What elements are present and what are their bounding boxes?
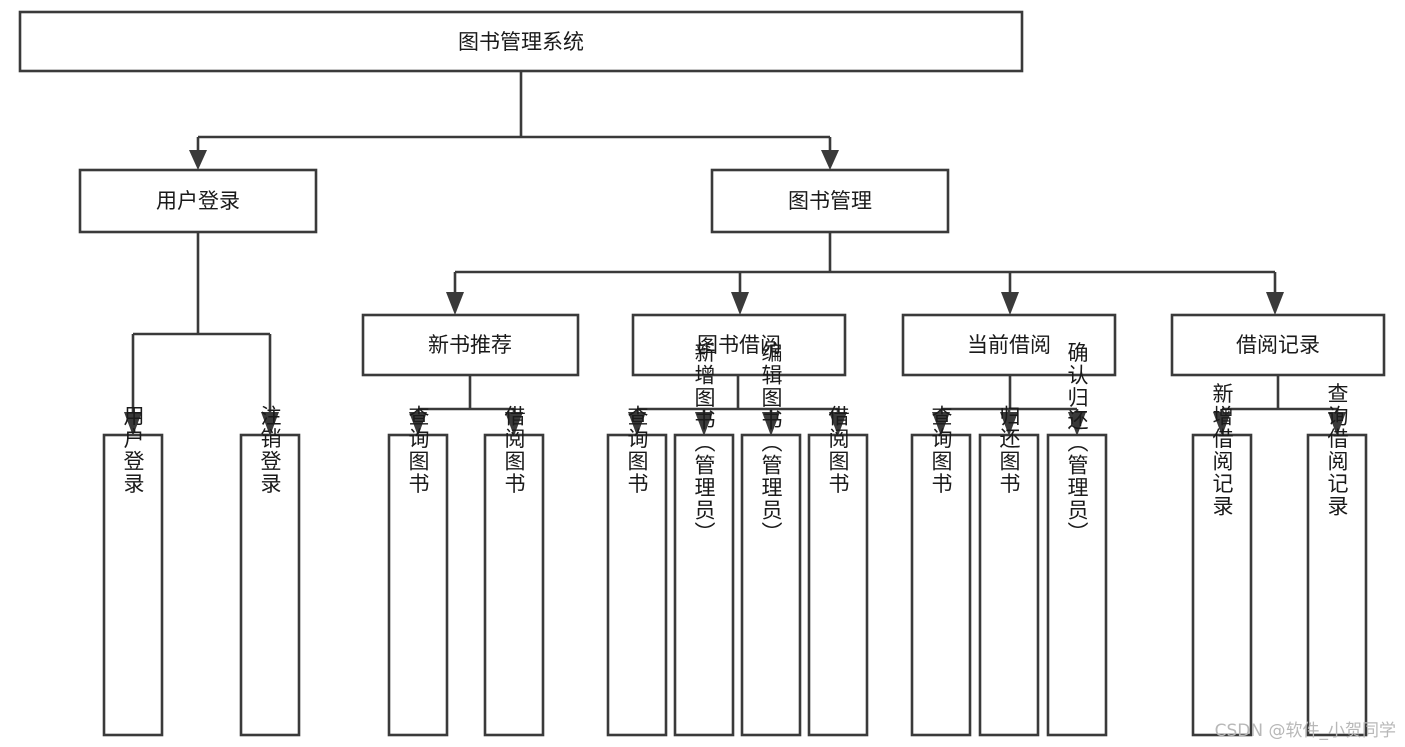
- node-user-login-label: 用户登录: [156, 189, 240, 213]
- leaf-label: 新增借阅记录: [1210, 383, 1234, 518]
- arrow-to-book-borrow: [731, 292, 749, 315]
- node-root-book-management-system[interactable]: 图书管理系统: [18, 10, 1024, 73]
- leaf-box[interactable]: [1306, 433, 1368, 737]
- connector-group-borrow-record: [1213, 375, 1346, 436]
- leaf-borrow-record-query-record[interactable]: 查询借阅记录: [1306, 383, 1368, 737]
- leaf-box[interactable]: [239, 433, 301, 737]
- leaf-box[interactable]: [1191, 433, 1253, 737]
- arrow-leaf-borrow-record-2: [1328, 412, 1346, 436]
- node-new-book-recommend[interactable]: 新书推荐: [361, 313, 580, 377]
- leaf-label: 用户登录: [121, 405, 145, 495]
- node-book-borrow-label: 图书借阅: [697, 333, 781, 357]
- node-borrow-record[interactable]: 借阅记录: [1170, 313, 1386, 377]
- node-current-borrow-label: 当前借阅: [967, 333, 1051, 357]
- leaf-box[interactable]: [673, 433, 735, 737]
- arrow-leaf-book-borrow-3: [762, 412, 780, 436]
- node-new-book-recommend-box[interactable]: [361, 313, 580, 377]
- node-new-book-recommend-label: 新书推荐: [428, 333, 512, 357]
- arrow-leaf-borrow-record-1: [1213, 412, 1231, 436]
- node-book-management-label: 图书管理: [788, 189, 872, 213]
- leaf-user-login-logout[interactable]: 注销登录: [239, 405, 301, 737]
- leaf-label: 归还图书: [997, 405, 1021, 495]
- connector-group-current-borrow: [932, 375, 1086, 436]
- leaf-label: 借阅图书: [826, 405, 850, 495]
- node-root-label: 图书管理系统: [458, 30, 584, 54]
- arrow-to-current-borrow: [1001, 292, 1019, 315]
- arrow-leaf-book-borrow-2: [695, 412, 713, 436]
- connector-group-book-manage: [446, 232, 1284, 315]
- node-user-login-box[interactable]: [78, 168, 318, 234]
- arrow-leaf-user-login-2: [261, 412, 279, 436]
- leaf-label: 查询图书: [406, 405, 430, 495]
- leaf-label: 查询借阅记录: [1325, 383, 1349, 518]
- leaf-new-book-query-book[interactable]: 查询图书: [387, 405, 449, 737]
- leaf-box[interactable]: [483, 433, 545, 737]
- leaf-label: 新增图书（管理员）: [692, 342, 716, 545]
- leaf-current-borrow-query-book[interactable]: 查询图书: [910, 405, 972, 737]
- node-current-borrow-box[interactable]: [901, 313, 1117, 377]
- arrow-leaf-current-borrow-3: [1068, 412, 1086, 436]
- arrow-to-new-book: [446, 292, 464, 315]
- node-current-borrow[interactable]: 当前借阅: [901, 313, 1117, 377]
- leaf-book-borrow-query-book[interactable]: 查询图书: [606, 405, 668, 737]
- node-book-borrow-box[interactable]: [631, 313, 847, 377]
- leaf-user-login-user-login[interactable]: 用户登录: [102, 405, 164, 737]
- leaf-book-borrow-borrow-book[interactable]: 借阅图书: [807, 405, 869, 737]
- leaf-label: 查询图书: [929, 405, 953, 495]
- arrow-leaf-new-book-2: [505, 412, 523, 436]
- leaf-box[interactable]: [807, 433, 869, 737]
- leaf-box[interactable]: [387, 433, 449, 737]
- node-root-box[interactable]: [18, 10, 1024, 73]
- leaf-label: 确认归还（管理员）: [1065, 342, 1089, 545]
- node-borrow-record-box[interactable]: [1170, 313, 1386, 377]
- leaf-label: 注销登录: [258, 405, 282, 495]
- arrow-to-book-manage: [821, 150, 839, 170]
- node-user-login[interactable]: 用户登录: [78, 168, 318, 234]
- leaf-label: 编辑图书（管理员）: [759, 342, 783, 545]
- leaf-current-borrow-return-book[interactable]: 归还图书: [978, 405, 1040, 737]
- leaf-book-borrow-add-book[interactable]: 新增图书（管理员）: [673, 342, 735, 737]
- arrow-leaf-book-borrow-4: [829, 412, 847, 436]
- leaf-book-borrow-edit-book[interactable]: 编辑图书（管理员）: [740, 342, 802, 737]
- node-book-management[interactable]: 图书管理: [710, 168, 950, 234]
- watermark-label: CSDN @软件_小贺同学: [1215, 721, 1396, 741]
- leaf-current-borrow-confirm-return[interactable]: 确认归还（管理员）: [1046, 342, 1108, 737]
- connector-group-root: [189, 71, 839, 170]
- leaf-label: 借阅图书: [502, 405, 526, 495]
- arrow-leaf-current-borrow-2: [1000, 412, 1018, 436]
- leaf-box[interactable]: [740, 433, 802, 737]
- node-book-borrow[interactable]: 图书借阅: [631, 313, 847, 377]
- arrow-leaf-current-borrow-1: [932, 412, 950, 436]
- leaf-borrow-record-add-record[interactable]: 新增借阅记录: [1191, 383, 1253, 737]
- arrow-to-borrow-record: [1266, 292, 1284, 315]
- leaf-label: 查询图书: [625, 405, 649, 495]
- node-book-management-box[interactable]: [710, 168, 950, 234]
- leaf-box[interactable]: [978, 433, 1040, 737]
- node-borrow-record-label: 借阅记录: [1236, 333, 1320, 357]
- arrow-leaf-book-borrow-1: [628, 412, 646, 436]
- leaf-box[interactable]: [1046, 433, 1108, 737]
- connector-group-new-book: [409, 375, 523, 436]
- leaf-box[interactable]: [910, 433, 972, 737]
- arrow-leaf-new-book-1: [409, 412, 427, 436]
- connector-group-user-login: [124, 232, 279, 436]
- connector-group-book-borrow: [628, 375, 847, 436]
- leaf-box[interactable]: [606, 433, 668, 737]
- arrow-leaf-user-login-1: [124, 412, 142, 436]
- leaf-box[interactable]: [102, 433, 164, 737]
- arrow-to-user-login: [189, 150, 207, 170]
- leaf-new-book-borrow-book[interactable]: 借阅图书: [483, 405, 545, 737]
